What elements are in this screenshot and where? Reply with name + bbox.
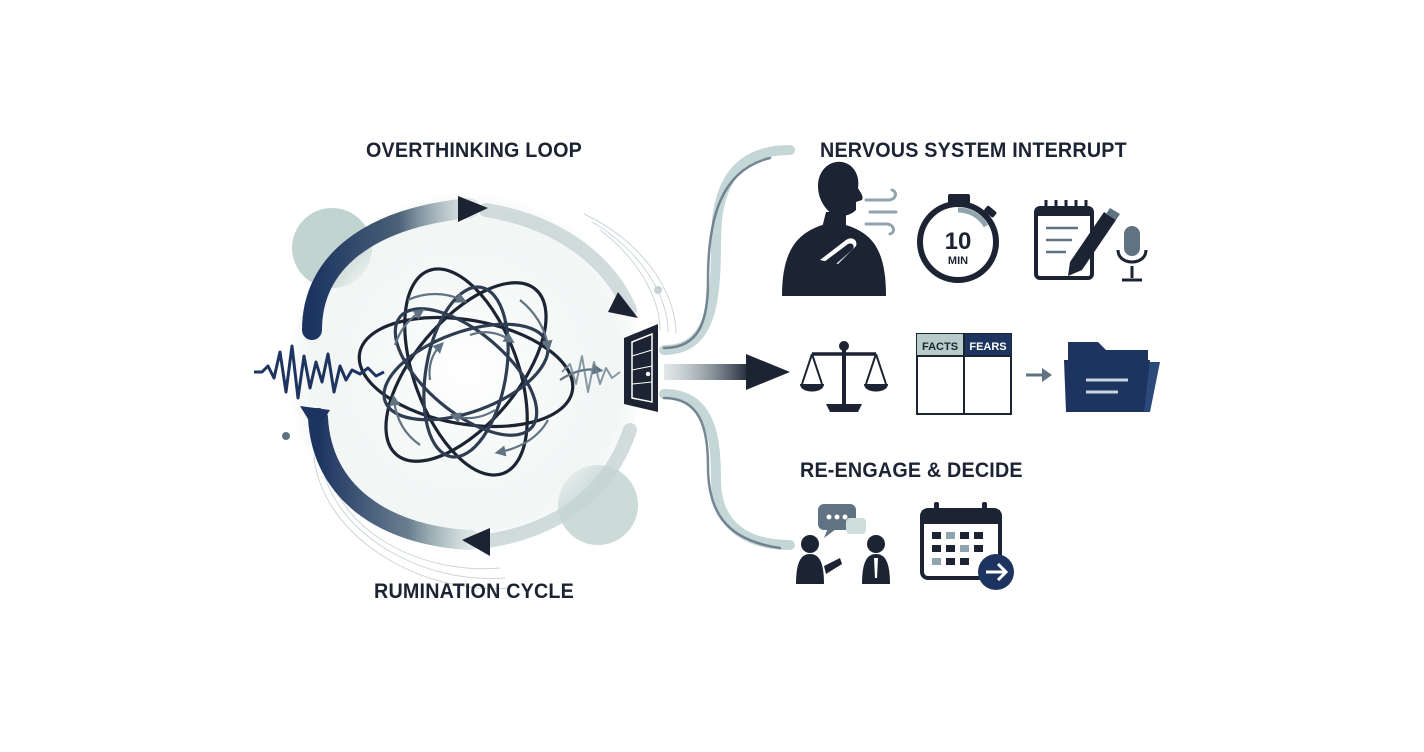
waveform-left	[254, 344, 385, 400]
branch-upper	[659, 145, 795, 355]
loop-arrow-top	[458, 196, 488, 222]
breath-wind-icon	[864, 188, 898, 236]
overthinking-loop-label: OVERTHINKING LOOP	[366, 139, 582, 162]
arc-top-left	[302, 198, 480, 340]
fears-header-cell	[964, 334, 1011, 356]
facts-header-cell	[917, 334, 964, 356]
arc-top-right	[479, 203, 637, 317]
facts-fears-table: FACTS FEARS	[916, 333, 1012, 415]
loop-arrow-bottom	[462, 528, 490, 556]
branch-lower	[659, 389, 795, 550]
balance-scale-icon	[800, 341, 888, 412]
facts-header: FACTS	[922, 341, 958, 353]
calendar-icon	[920, 502, 1014, 590]
main-arrow-head	[746, 354, 790, 390]
conversation-icon	[796, 504, 890, 584]
loop-arrow-right	[608, 292, 638, 318]
folder-icon	[1064, 342, 1160, 412]
microphone-icon	[1116, 226, 1148, 282]
rumination-cycle-label: RUMINATION CYCLE	[374, 580, 575, 603]
arc-bottom-right	[473, 423, 637, 549]
small-arrow-icon	[1026, 368, 1052, 382]
journal-pen-icon	[1034, 200, 1120, 280]
knot-arrows	[389, 292, 604, 457]
branch-upper-line	[662, 156, 772, 350]
dot-right	[654, 286, 662, 294]
branch-connector	[659, 145, 795, 550]
arc-bottom-left	[308, 408, 480, 550]
door-gate-icon	[624, 324, 658, 412]
re-engage-decide-label: RE-ENGAGE & DECIDE	[800, 459, 1023, 482]
main-arrow-shaft	[664, 364, 750, 380]
loop-halo	[286, 192, 646, 552]
nervous-system-interrupt-label: NERVOUS SYSTEM INTERRUPT	[820, 139, 1127, 162]
fears-header: FEARS	[969, 341, 1006, 353]
loop-arrow-left	[300, 406, 330, 432]
overthinking-loop	[254, 192, 677, 590]
timer-unit: MIN	[948, 255, 968, 267]
branch-lower-line	[662, 396, 782, 550]
waveform-right	[561, 355, 621, 393]
dot-left	[282, 432, 290, 440]
timer-number: 10	[945, 228, 972, 255]
breathing-person-icon	[782, 161, 886, 296]
stopwatch-icon: 10 MIN	[917, 194, 999, 283]
